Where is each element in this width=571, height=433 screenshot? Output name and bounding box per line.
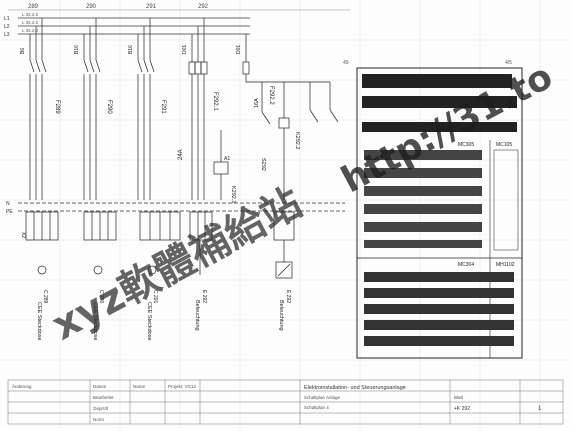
lamp-label: Beleuchtung: [278, 300, 284, 331]
circuit-292-2: [242, 34, 339, 279]
circuit-291: [137, 18, 181, 275]
din-rail: [364, 186, 482, 196]
fuse-label: F292.2: [268, 86, 274, 105]
breaker-label: D01: [182, 45, 188, 54]
socket-tag: C 290: [98, 290, 104, 304]
title-line3: Schaltplan 4: [304, 405, 329, 410]
title-project-name: Elektroinstallation- und Steuerungsanlag…: [304, 385, 406, 391]
panel-row-label: MH1102: [496, 262, 515, 268]
din-rail: [364, 336, 514, 346]
aux-contact-label: K292.1: [230, 186, 236, 203]
supply-buses: [18, 17, 250, 35]
din-rail: [362, 122, 517, 132]
rail-label: PE: [6, 209, 13, 215]
title-date-label: Datum: [93, 384, 107, 389]
title-line2: Schaltplan Anlage: [304, 395, 341, 400]
bus-tag: L2: [4, 24, 10, 30]
title-revision-label: Änderung: [12, 383, 32, 389]
title-sheet-number: +K 292: [454, 406, 470, 412]
socket-tag: C 289: [42, 290, 48, 304]
din-rail: [364, 320, 514, 330]
load-label: Beleuchtung: [194, 300, 200, 331]
breaker-label: B16: [128, 45, 134, 54]
title-name-label: Name: [133, 384, 146, 389]
cabinet-outline: [356, 67, 523, 359]
panel-row-label: MC105: [496, 142, 512, 148]
din-rail: [364, 222, 482, 232]
circuit-290: [83, 18, 117, 275]
socket-tag: C 291: [152, 290, 158, 304]
bus-label: L 32.2.0: [22, 12, 39, 17]
bus-label: L 32.2.0: [22, 20, 39, 25]
neutral-pe-rails: [18, 202, 345, 212]
load-tag: E 292: [201, 290, 207, 303]
din-rail: [364, 204, 482, 214]
din-rail: [364, 304, 514, 314]
cabinet-panel: 49 4/5: [343, 60, 523, 359]
fuse-label: F292.1: [212, 92, 218, 111]
panel-marker: 49: [343, 60, 349, 66]
lamp-tag: E 292: [285, 290, 291, 303]
rail-label: N: [6, 201, 10, 207]
breaker-label: D01: [236, 45, 242, 54]
column-number: 289: [28, 4, 39, 10]
title-drawn-label: Bearbeitet: [93, 395, 114, 400]
panel-number: 4/5: [505, 60, 512, 66]
din-rail: [364, 168, 482, 178]
socket-label: CEE Steckdose: [92, 302, 98, 341]
column-header: 289 290 291 292: [8, 4, 350, 11]
panel-row-label: MC305: [458, 142, 474, 148]
socket-label: CEE Steckdose: [146, 302, 152, 341]
title-sheet-label: Blatt: [454, 395, 464, 400]
breaker-label: B6: [20, 48, 26, 54]
title-norm-label: Norm: [93, 417, 104, 422]
current-rating: 16A: [254, 98, 260, 108]
title-page-number: 1: [538, 406, 542, 412]
coil-label: K292.2: [294, 132, 300, 149]
fuse-label: F289: [54, 100, 60, 114]
din-rail: [364, 272, 514, 282]
fuse-label: F290: [106, 100, 112, 114]
din-rail: [364, 288, 514, 298]
relay-tag: A1: [224, 156, 230, 162]
breaker-label: B16: [74, 45, 80, 54]
din-rail: [364, 240, 482, 248]
circuit-289: [25, 18, 59, 275]
panel-row-label: MC304: [458, 262, 474, 268]
title-checked-label: Geprüft: [93, 406, 109, 411]
current-rating: 24A: [178, 149, 184, 160]
fuse-label: F291: [160, 100, 166, 114]
column-number: 291: [146, 4, 157, 10]
terminal-label: X2: [20, 232, 26, 238]
switch-label: S292: [260, 158, 266, 171]
din-rail: [362, 96, 517, 108]
circuit-292-1: [188, 18, 229, 275]
column-number: 290: [86, 4, 97, 10]
title-block: [7, 379, 564, 425]
side-panel: [493, 149, 519, 251]
din-rail: [362, 74, 512, 88]
bus-label: L 32.2.0: [22, 28, 39, 33]
socket-label: CEE Steckdose: [36, 302, 42, 341]
relay-coil: [213, 161, 229, 175]
title-project-label: Projekt: VG12: [168, 384, 197, 389]
din-rail: [364, 150, 482, 160]
bus-tag: L3: [4, 32, 10, 38]
column-number: 292: [198, 4, 209, 10]
lamp-symbol: [275, 261, 293, 279]
contactor-coil: [278, 117, 290, 129]
bus-tag: L1: [4, 16, 10, 22]
